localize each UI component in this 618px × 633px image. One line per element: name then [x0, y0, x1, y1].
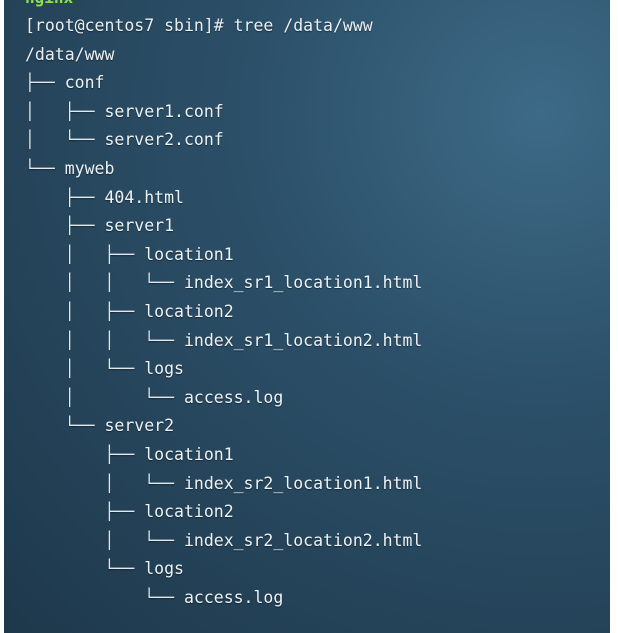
tree-branch-glyphs: │ └── [25, 359, 145, 379]
tree-listing: ├── conf│ ├── server1.conf│ └── server2.… [25, 69, 422, 612]
tree-branch-glyphs: │ ├── [25, 101, 105, 121]
cropped-heading: nginx [25, 0, 73, 8]
tree-entry-name: index_sr1_location2.html [183, 330, 423, 350]
tree-entry: └── server2 [25, 412, 422, 441]
tree-branch-glyphs: │ └── [25, 530, 184, 550]
tree-entry: │ └── server2.conf [25, 126, 422, 155]
tree-entry-name: location2 [144, 502, 234, 522]
tree-branch-glyphs: ├── [25, 502, 145, 522]
tree-branch-glyphs: │ │ └── [25, 273, 184, 293]
tree-branch-glyphs: │ ├── [25, 301, 145, 321]
tree-entry: │ ├── location2 [25, 298, 422, 327]
tree-entry-name: 404.html [104, 187, 184, 207]
tree-entry: │ │ └── index_sr1_location1.html [25, 269, 423, 298]
tree-entry: ├── 404.html [25, 184, 422, 213]
tree-entry-name: access.log [183, 387, 284, 407]
tree-branch-glyphs: └── [25, 416, 105, 436]
tree-branch-glyphs: └── [25, 587, 184, 607]
tree-branch-glyphs: ├── [25, 444, 145, 464]
tree-branch-glyphs: ├── [25, 216, 105, 236]
tree-root-path: /data/www [25, 44, 115, 64]
tree-entry: ├── location1 [25, 441, 422, 470]
tree-entry: │ ├── server1.conf [25, 98, 422, 127]
tree-branch-glyphs: └── [25, 559, 145, 579]
tree-branch-glyphs: │ └── [25, 387, 184, 407]
tree-entry: │ │ └── index_sr1_location2.html [25, 327, 423, 356]
tree-entry-name: myweb [64, 158, 115, 178]
tree-entry-name: location2 [144, 301, 234, 321]
tree-entry-name: index_sr2_location2.html [183, 530, 423, 550]
tree-entry: └── access.log [25, 584, 422, 613]
page-edge [610, 0, 614, 633]
tree-entry-name: logs [144, 559, 184, 579]
tree-entry: └── logs [25, 555, 422, 584]
terminal-output: [root@centos7 sbin]# tree /data/www /dat… [25, 12, 422, 612]
tree-entry: ├── server1 [25, 212, 422, 241]
tree-entry-name: conf [64, 73, 105, 93]
tree-entry: └── myweb [25, 155, 422, 184]
tree-branch-glyphs: │ └── [25, 130, 105, 150]
tree-branch-glyphs: │ └── [25, 473, 184, 493]
tree-entry: │ └── index_sr2_location1.html [25, 470, 422, 499]
command-line: [root@centos7 sbin]# tree /data/www [25, 12, 422, 41]
terminal-window: nginx [root@centos7 sbin]# tree /data/ww… [4, 0, 614, 633]
tree-entry-name: location1 [144, 444, 234, 464]
tree-entry: │ ├── location1 [25, 241, 422, 270]
tree-entry-name: server2.conf [104, 130, 224, 150]
tree-entry: │ └── index_sr2_location2.html [25, 527, 422, 556]
shell-prompt: [root@centos7 sbin]# [25, 16, 224, 35]
tree-entry-name: server2 [104, 416, 175, 436]
tree-branch-glyphs: └── [25, 158, 65, 178]
tree-entry-name: location1 [144, 244, 234, 264]
tree-entry: │ └── access.log [25, 384, 422, 413]
tree-entry-name: server1.conf [104, 101, 224, 121]
tree-entry: ├── location2 [25, 498, 422, 527]
tree-entry: │ └── logs [25, 355, 422, 384]
tree-entry-name: index_sr1_location1.html [183, 273, 423, 293]
tree-entry-name: server1 [104, 216, 175, 236]
tree-entry: ├── conf [25, 69, 422, 98]
tree-entry-name: index_sr2_location1.html [183, 473, 423, 493]
shell-command: tree /data/www [233, 16, 373, 35]
tree-branch-glyphs: ├── [25, 187, 105, 207]
tree-branch-glyphs: │ │ └── [25, 330, 184, 350]
tree-branch-glyphs: │ ├── [25, 244, 145, 264]
tree-entry-name: logs [144, 359, 184, 379]
tree-branch-glyphs: ├── [25, 73, 65, 93]
tree-entry-name: access.log [183, 587, 284, 607]
